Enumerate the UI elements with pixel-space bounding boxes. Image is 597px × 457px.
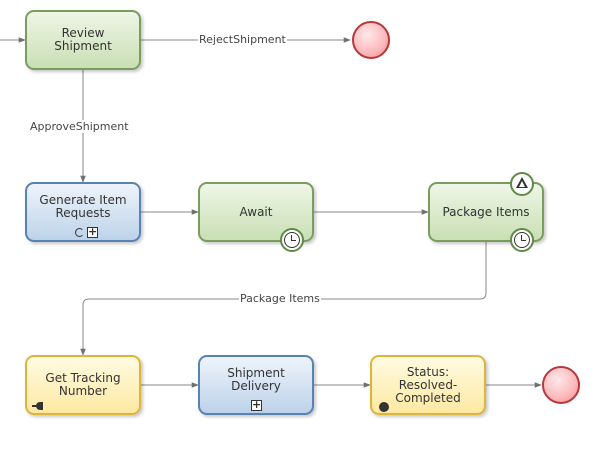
- task-package-items-label: Package Items: [442, 204, 530, 219]
- subprocess-generate-item-requests[interactable]: Generate Item Requests +: [25, 182, 141, 242]
- edge-label-reject-shipment: RejectShipment: [198, 33, 287, 46]
- task-get-tracking-number[interactable]: Get Tracking Number: [25, 355, 141, 415]
- end-event-reject[interactable]: [352, 21, 390, 59]
- subprocess-shipment-delivery-label: Shipment Delivery: [227, 366, 285, 393]
- plug-icon: [32, 401, 44, 411]
- task-get-tracking-number-label: Get Tracking Number: [45, 371, 121, 398]
- edge-label-approve-shipment: ApproveShipment: [29, 120, 130, 133]
- clock-icon: [280, 228, 304, 252]
- task-review-shipment[interactable]: Review Shipment: [25, 10, 141, 70]
- loop-icon: [75, 228, 84, 237]
- gear-icon: [379, 402, 389, 412]
- plus-square-icon: +: [87, 225, 98, 238]
- subprocess-shipment-delivery[interactable]: Shipment Delivery +: [198, 355, 314, 415]
- task-status-resolved-completed[interactable]: Status: Resolved- Completed: [370, 355, 486, 415]
- plus-square-icon: +: [251, 398, 262, 411]
- clock-icon: [510, 228, 534, 252]
- subprocess-generate-item-requests-label: Generate Item Requests: [39, 193, 127, 220]
- task-await-label: Await: [239, 204, 273, 219]
- edge-label-package-items: Package Items: [239, 292, 321, 305]
- triangle-signal-icon: [510, 172, 534, 196]
- task-review-shipment-label: Review Shipment: [54, 26, 112, 53]
- task-package-items[interactable]: Package Items: [428, 172, 544, 252]
- end-event-completed[interactable]: [542, 366, 580, 404]
- task-await[interactable]: Await: [198, 182, 314, 252]
- task-status-resolved-completed-label: Status: Resolved- Completed: [395, 364, 461, 405]
